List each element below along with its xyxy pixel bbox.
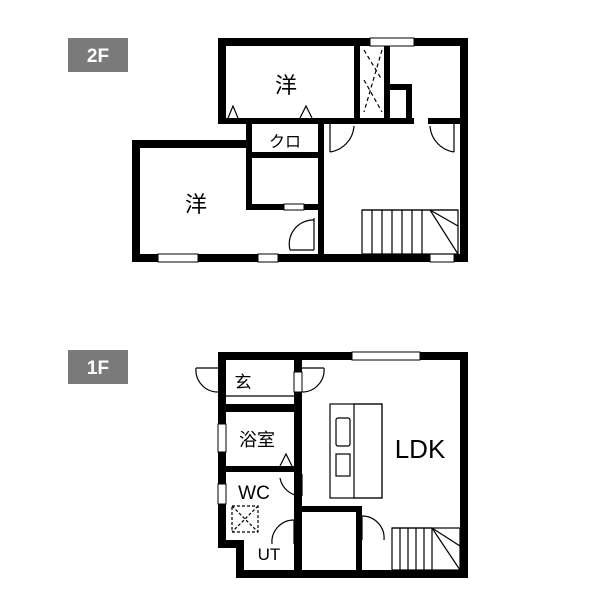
window (369, 37, 415, 47)
window (217, 423, 227, 453)
wall (384, 84, 412, 90)
window (351, 351, 421, 361)
window (217, 483, 227, 505)
door-icon (195, 367, 219, 393)
room-label-western-left: 洋 (185, 193, 207, 218)
wall (356, 506, 362, 578)
kitchen-counter (329, 403, 383, 499)
floor-badge-2f: 2F (68, 38, 128, 72)
staircase (361, 209, 459, 255)
wall (218, 466, 302, 472)
door-icon (361, 515, 385, 541)
wall (354, 38, 360, 124)
second-floor-plan: 洋 洋 クロ (132, 37, 468, 263)
washing-machine-space-icon (231, 505, 259, 533)
wall (132, 140, 140, 262)
wall (460, 352, 468, 578)
window (429, 253, 455, 263)
room-label-bathroom: 浴室 (239, 430, 275, 451)
door-icon (288, 218, 315, 251)
floor-badge-1f: 1F (68, 350, 128, 384)
wall (218, 38, 468, 46)
wall (246, 152, 324, 158)
badge-background (68, 350, 128, 384)
room-label-closet: クロ (269, 132, 301, 151)
wall (132, 140, 246, 148)
window (293, 371, 303, 393)
wall (218, 352, 468, 360)
wall (218, 38, 226, 120)
door-icon (429, 124, 455, 153)
wall (460, 38, 468, 262)
wall (218, 118, 358, 124)
door-icon (279, 474, 303, 497)
wall (406, 84, 412, 124)
sliding-door-marker-icon (299, 104, 313, 119)
wall (236, 540, 244, 576)
wall (294, 352, 302, 578)
window (257, 253, 279, 263)
door-icon (271, 519, 295, 545)
room-label-entrance: 玄 (235, 373, 252, 393)
badge-background (68, 38, 128, 72)
floor-label-1f: 1F (87, 358, 109, 379)
door-icon (329, 124, 355, 153)
room-label-ldk: LDK (395, 434, 446, 464)
storage-cross-icon (363, 49, 383, 113)
door-icon (301, 367, 325, 393)
room-label-western-top: 洋 (275, 74, 297, 99)
room-label-utility: UT (258, 545, 281, 564)
sliding-door-marker-icon (279, 452, 293, 467)
wall (218, 540, 244, 548)
wall (132, 254, 468, 262)
wall (302, 506, 362, 512)
wall (428, 118, 468, 124)
wall (236, 570, 468, 578)
sliding-door-marker-icon (227, 104, 239, 119)
window (283, 203, 305, 211)
wall (246, 118, 252, 210)
sink-icon (335, 417, 351, 447)
window (157, 253, 199, 263)
room-label-toilet: WC (238, 483, 270, 504)
first-floor-plan: 玄 浴室 WC UT LDK (195, 351, 468, 578)
floor-label-2f: 2F (87, 46, 109, 67)
wall (218, 404, 302, 412)
staircase (391, 527, 461, 571)
stove-icon (335, 453, 351, 477)
wall (318, 118, 324, 254)
